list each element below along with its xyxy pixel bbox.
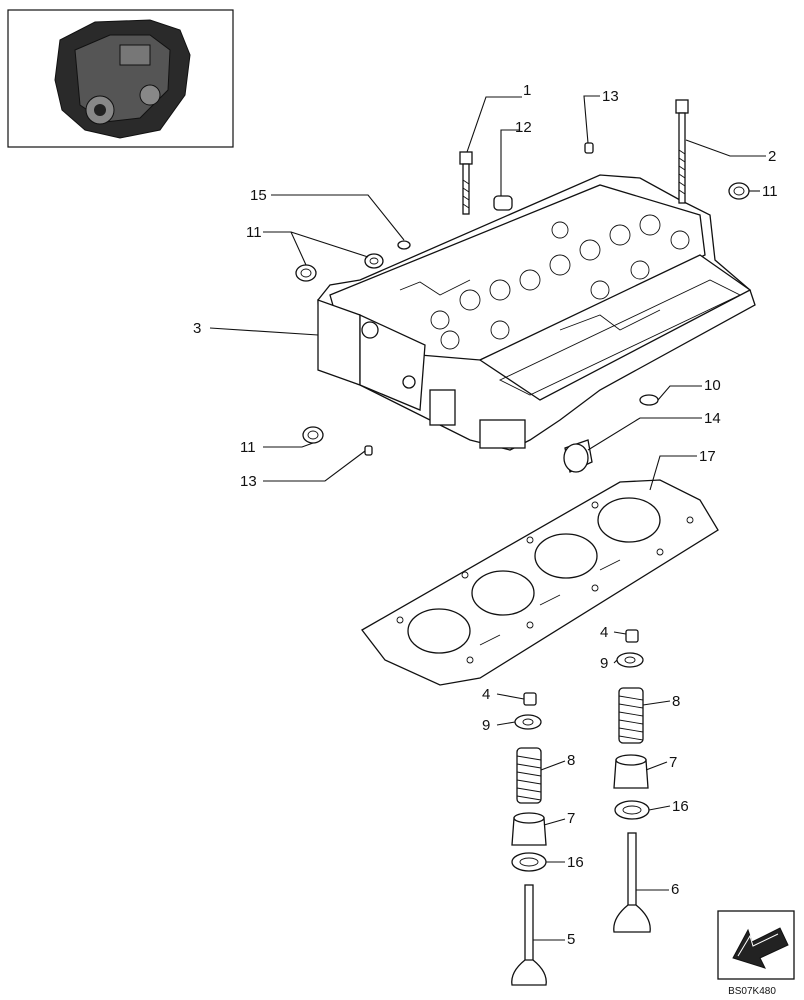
callout-12: 12 — [515, 119, 532, 136]
callout-9: 9 — [600, 655, 608, 672]
callout-11: 11 — [762, 183, 778, 200]
callout-14: 14 — [704, 410, 721, 427]
plug-part-10 — [639, 394, 659, 406]
callout-11: 11 — [246, 224, 262, 241]
callout-labels: 1 2 3 4 4 5 6 7 7 8 8 9 9 10 11 11 11 12… — [193, 82, 778, 948]
callout-17: 17 — [699, 448, 716, 465]
bolt-part-2 — [675, 99, 689, 204]
callout-3: 3 — [193, 320, 201, 337]
plug-part-14 — [563, 439, 593, 473]
callout-4: 4 — [482, 686, 490, 703]
cylinder-head — [317, 174, 756, 451]
oring-part-15 — [397, 240, 411, 250]
callout-16: 16 — [672, 798, 689, 815]
callout-2: 2 — [768, 148, 776, 165]
callout-9: 9 — [482, 717, 490, 734]
direction-arrow-box: BS07K480 — [717, 910, 795, 997]
pin-part-13-top — [584, 142, 594, 154]
leader-lines — [209, 95, 766, 941]
engine-thumbnail — [7, 9, 234, 148]
valve-assembly-right — [613, 629, 651, 933]
seal-part-11-bottom — [302, 426, 324, 444]
drawing-code: BS07K480 — [728, 986, 776, 997]
pin-part-13-bottom — [364, 445, 373, 456]
callout-13: 13 — [240, 473, 257, 490]
callout-4: 4 — [600, 624, 608, 641]
callout-15: 15 — [250, 187, 267, 204]
bolt-part-1 — [459, 151, 473, 215]
callout-11: 11 — [240, 439, 256, 456]
seal-part-11-right — [728, 182, 750, 200]
callout-10: 10 — [704, 377, 721, 394]
plug-part-12 — [493, 195, 513, 211]
valve-assembly-left — [511, 692, 547, 986]
callout-1: 1 — [523, 82, 531, 99]
callout-8: 8 — [672, 693, 680, 710]
callout-16: 16 — [567, 854, 584, 871]
callout-7: 7 — [669, 754, 677, 771]
callout-7: 7 — [567, 810, 575, 827]
callout-13: 13 — [602, 88, 619, 105]
callout-6: 6 — [671, 881, 679, 898]
head-gasket — [361, 479, 719, 686]
callout-5: 5 — [567, 931, 575, 948]
callout-8: 8 — [567, 752, 575, 769]
